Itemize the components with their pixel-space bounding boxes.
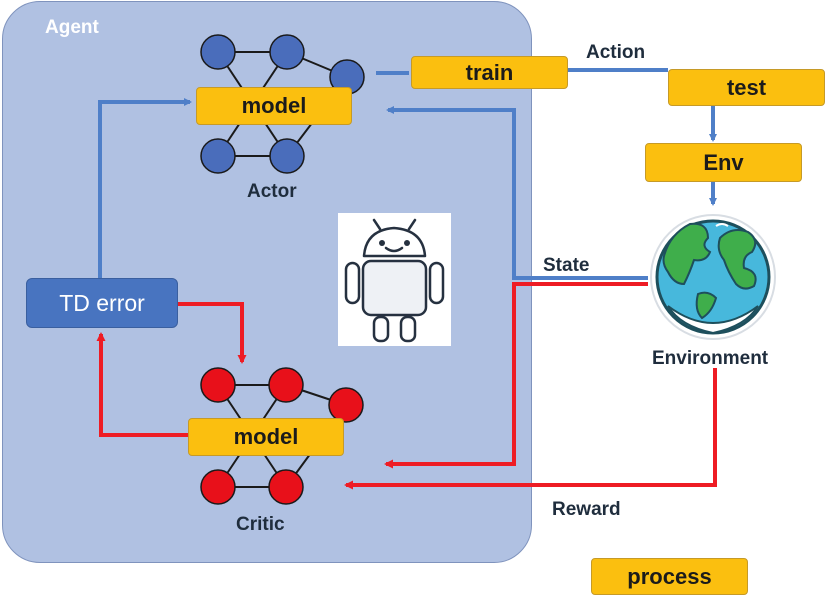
td-to-critic-arrow <box>176 302 247 364</box>
critic-caption: Critic <box>236 514 285 535</box>
reward-to-critic-arrow <box>344 368 717 490</box>
env-box: Env <box>645 143 802 182</box>
reward-label: Reward <box>552 499 621 520</box>
actor-node <box>200 138 236 174</box>
environment-label: Environment <box>652 348 769 369</box>
actor-model-box: model <box>196 87 352 125</box>
agent-title: Agent <box>45 17 99 38</box>
critic-node <box>200 367 236 403</box>
test-box: test <box>668 69 825 106</box>
critic-node <box>200 469 236 505</box>
actor-network <box>200 34 365 174</box>
actor-node <box>200 34 236 70</box>
critic-to-td-arrow <box>96 332 190 437</box>
critic-node <box>268 469 304 505</box>
train-box: train <box>411 56 568 89</box>
action-label: Action <box>586 42 646 63</box>
process-box: process <box>591 558 748 595</box>
state-to-actor-arrow <box>386 106 648 280</box>
critic-node <box>268 367 304 403</box>
critic-node <box>328 387 364 423</box>
earth-globe-icon <box>650 214 776 340</box>
state-label: State <box>543 255 590 276</box>
state-to-critic-arrow <box>384 282 648 469</box>
td-error-box: TD error <box>26 278 178 328</box>
critic-model-box: model <box>188 418 344 456</box>
actor-caption: Actor <box>247 181 297 202</box>
critic-network <box>200 367 364 505</box>
android-robot-icon <box>338 213 451 346</box>
actor-node <box>269 138 305 174</box>
actor-node <box>269 34 305 70</box>
td-to-actor-arrow <box>98 98 192 278</box>
